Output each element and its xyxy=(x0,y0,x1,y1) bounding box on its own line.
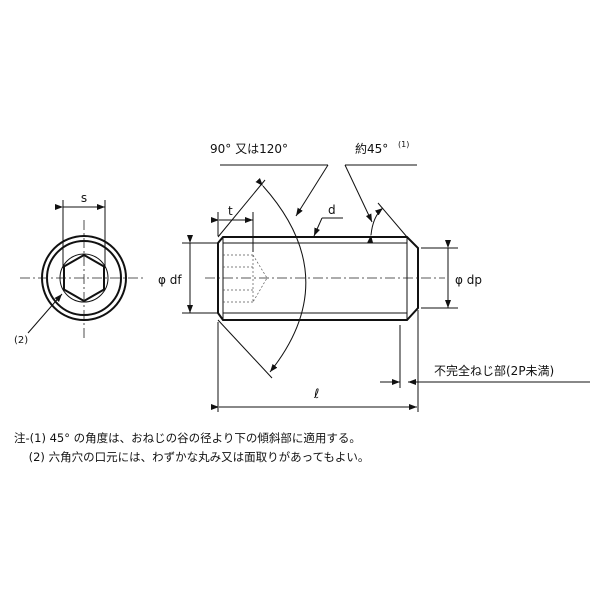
point-angle-arc xyxy=(255,178,307,373)
hidden-socket xyxy=(223,254,268,303)
d-label: d xyxy=(328,203,336,217)
note2-leader xyxy=(27,293,63,334)
end-view: s (2) xyxy=(14,191,145,346)
note-2: (2) 六角穴の口元には、わずかな丸み又は面取りがあってもよい。 xyxy=(14,450,370,464)
df-label: φ df xyxy=(158,273,182,287)
side-view: 90° 又は120° 約45° (1) d t φ df φ dp ℓ xyxy=(158,140,590,412)
incomplete-thread-label: 不完全ねじ部(2P未満) xyxy=(434,363,554,378)
note2-ref: (2) xyxy=(14,335,28,346)
chamfer-angle-note: (1) xyxy=(398,140,409,149)
note-1: 注-(1) 45° の角度は、おねじの谷の径より下の傾斜部に適用する。 xyxy=(14,431,361,445)
screw-body xyxy=(217,236,419,321)
point-angle-label: 90° 又は120° xyxy=(210,142,288,156)
s-label: s xyxy=(81,191,87,205)
length-label: ℓ xyxy=(313,387,319,402)
chamfer-angle-arc xyxy=(367,207,384,244)
chamfer-angle-label: 約45° xyxy=(355,141,388,156)
t-label: t xyxy=(228,204,233,218)
dp-label: φ dp xyxy=(455,273,482,287)
